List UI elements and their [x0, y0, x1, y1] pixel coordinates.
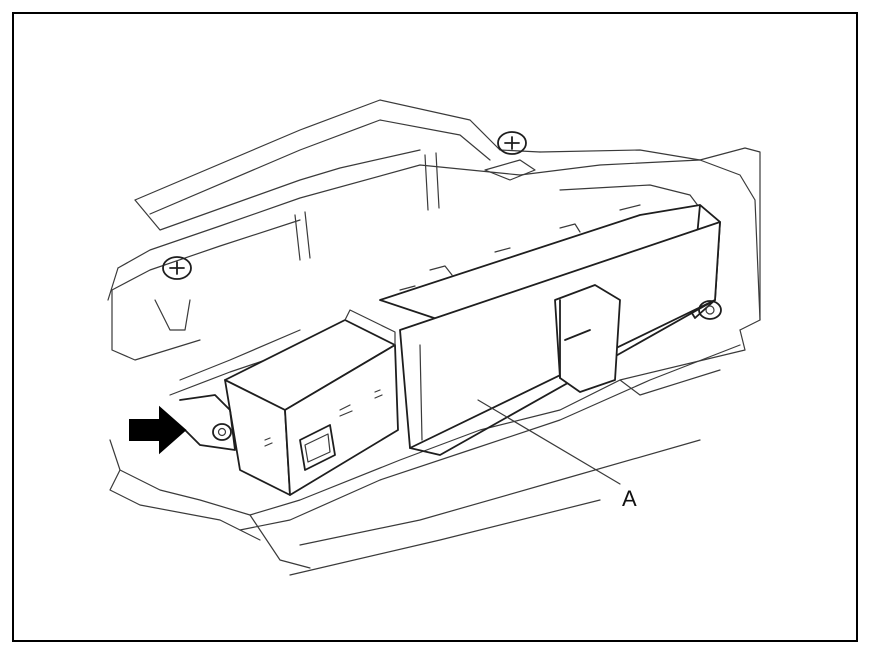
figure-frame — [12, 12, 858, 642]
screw-top — [497, 131, 527, 155]
leader-line-a — [477, 399, 621, 485]
screw-left — [162, 256, 192, 280]
control-module — [179, 204, 722, 496]
mounting-bracket — [107, 99, 761, 576]
direction-arrow — [129, 405, 187, 455]
callout-label-a: A — [622, 486, 637, 511]
